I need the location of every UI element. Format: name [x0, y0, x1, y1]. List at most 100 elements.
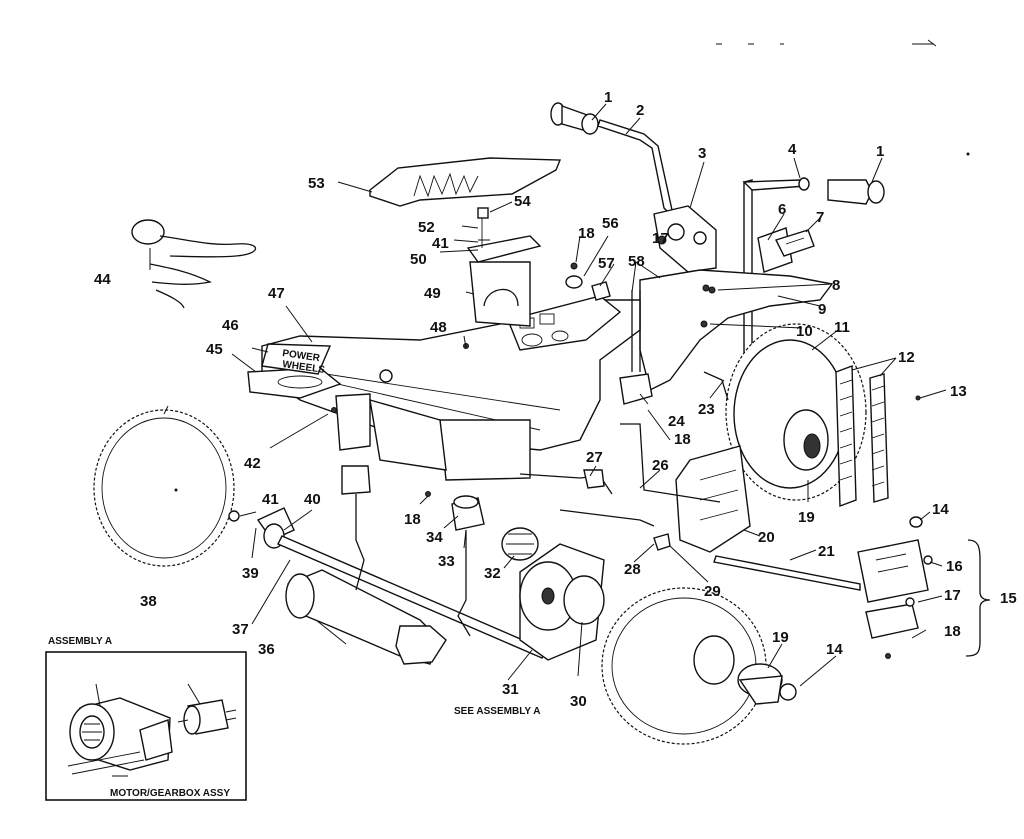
wheel-right-rear	[725, 323, 867, 501]
see-assembly-note: SEE ASSEMBLY A	[454, 706, 541, 717]
front-axle-rod	[713, 555, 861, 591]
handlebar-bar	[597, 119, 673, 216]
label-15: 15	[1000, 590, 1017, 607]
spring-mount-center	[451, 495, 485, 637]
label-14a: 14	[932, 501, 949, 518]
assembly-a-title: ASSEMBLY A	[48, 636, 112, 647]
label-30: 30	[570, 693, 587, 710]
label-20: 20	[758, 529, 775, 546]
gear-cover-clip	[653, 533, 671, 551]
label-41b: 41	[432, 235, 449, 252]
hub-cap-front	[779, 683, 797, 701]
label-56: 56	[602, 215, 619, 232]
assembly-a-inset: ASSEMBLY A MOTOR/GEARBOX ASSY	[45, 636, 247, 801]
pedal-assembly	[857, 539, 933, 659]
part-labels: 1 1 2 3 4 5 6 7 8 9 10 11 12 13 14 14 15…	[84, 89, 1017, 784]
label-34: 34	[426, 529, 443, 546]
label-6: 6	[778, 201, 786, 218]
label-46: 46	[222, 317, 239, 334]
label-52: 52	[418, 219, 435, 236]
rear-axle-housing	[285, 569, 447, 665]
label-27: 27	[586, 449, 603, 466]
steering-linkage	[519, 290, 729, 527]
label-41a: 41	[262, 491, 279, 508]
label-10: 10	[796, 323, 813, 340]
spring-mount-left	[341, 465, 371, 591]
label-53: 53	[308, 175, 325, 192]
label-57: 57	[598, 255, 615, 272]
label-36: 36	[258, 641, 275, 658]
label-13: 13	[950, 383, 967, 400]
label-19b: 19	[772, 629, 789, 646]
hardware-small	[331, 262, 923, 528]
gearbox-housing	[69, 697, 173, 771]
dashboard-panel	[507, 295, 622, 351]
label-47: 47	[268, 285, 285, 302]
decal-line1: POWER	[282, 348, 322, 364]
battery-box	[335, 393, 531, 481]
label-31: 31	[502, 681, 519, 698]
label-4: 4	[788, 141, 797, 158]
group-15-brace	[965, 539, 991, 657]
label-18a: 18	[578, 225, 595, 242]
gear-cover	[675, 445, 751, 553]
label-44: 44	[94, 271, 111, 288]
scan-artifacts	[716, 39, 970, 156]
label-24: 24	[668, 413, 685, 430]
handlebar-grip-left	[550, 102, 599, 135]
label-54: 54	[514, 193, 531, 210]
label-28: 28	[624, 561, 641, 578]
assembly-screws	[67, 751, 145, 775]
label-17b: 17	[944, 587, 961, 604]
label-48: 48	[430, 319, 447, 336]
label-11: 11	[834, 319, 850, 336]
label-32: 32	[484, 565, 501, 582]
label-7: 7	[816, 209, 824, 226]
gearbox	[519, 543, 605, 661]
rear-axle-rod	[277, 535, 547, 659]
label-29: 29	[704, 583, 721, 600]
label-58: 58	[628, 253, 645, 270]
label-18b: 18	[674, 431, 691, 448]
seat-back	[469, 261, 531, 327]
label-3: 3	[698, 145, 706, 162]
steering-column-housing	[653, 205, 717, 273]
label-18d: 18	[944, 623, 961, 640]
label-50: 50	[410, 251, 427, 268]
label-1a: 1	[604, 89, 612, 106]
label-40: 40	[304, 491, 321, 508]
label-17a: 17	[652, 230, 669, 247]
seat-clip-set	[466, 207, 542, 263]
label-16: 16	[946, 558, 963, 575]
label-1b: 1	[876, 143, 884, 160]
label-26: 26	[652, 457, 669, 474]
label-14b: 14	[826, 641, 843, 658]
hood-cover	[369, 157, 562, 207]
chain-drive-strips	[835, 365, 889, 507]
label-23: 23	[698, 401, 715, 418]
label-37: 37	[232, 621, 249, 638]
power-wheels-decal: POWER WHEELS	[261, 343, 332, 376]
motor	[501, 527, 539, 561]
label-21: 21	[818, 543, 835, 560]
label-9: 9	[818, 301, 826, 318]
label-42: 42	[244, 455, 261, 472]
wheel-bushing-front	[737, 663, 783, 705]
label-18c: 18	[404, 511, 421, 528]
label-12: 12	[898, 349, 915, 366]
wheel-left-rear	[93, 409, 235, 567]
label-8: 8	[832, 277, 840, 294]
wiring-harness	[131, 219, 256, 309]
label-45: 45	[206, 341, 223, 358]
leader-lines	[149, 103, 947, 687]
wheel-front-large	[601, 587, 767, 745]
handlebar-grip-right	[827, 179, 885, 205]
label-39: 39	[242, 565, 259, 582]
label-33: 33	[438, 553, 455, 570]
label-2: 2	[636, 102, 644, 119]
motor-small	[177, 699, 237, 735]
label-19a: 19	[798, 509, 815, 526]
axle-hub-left	[228, 507, 295, 549]
label-49: 49	[424, 285, 441, 302]
